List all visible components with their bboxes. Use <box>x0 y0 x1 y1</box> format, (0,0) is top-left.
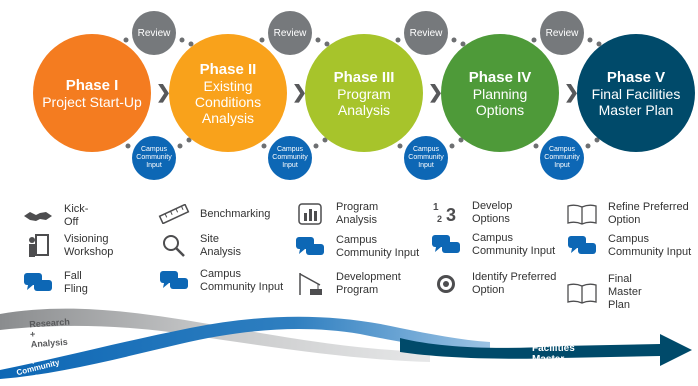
activity-label: Fall Fling <box>64 270 88 295</box>
phase-2-circle: Phase II Existing Conditions Analysis <box>169 34 287 152</box>
activity-item: Site Analysis <box>156 233 241 259</box>
activity-label: Kick-Off <box>64 203 89 228</box>
svg-text:3: 3 <box>446 205 456 225</box>
chevron-right-icon: ❯ <box>292 82 308 102</box>
activity-label: Development Program <box>336 271 401 296</box>
activity-label: Final Master Plan <box>608 273 642 311</box>
campus-input-label: Campus Community Input <box>408 146 444 169</box>
activity-item: Campus Community Input <box>564 233 696 259</box>
activity-item: Campus Community Input <box>428 232 560 258</box>
activity-item: Campus Community Input <box>156 268 288 294</box>
handshake-icon <box>20 204 56 228</box>
review-node: Review <box>540 11 584 55</box>
review-label: Review <box>545 27 579 39</box>
chat-bubbles-icon <box>156 269 192 293</box>
activity-item: Refine Preferred Option <box>564 201 694 227</box>
phase-description: Planning Options <box>472 85 528 118</box>
campus-input-band <box>0 316 490 379</box>
phase-title: Phase II <box>199 60 257 78</box>
svg-text:2: 2 <box>437 214 442 224</box>
chevron-right-icon: ❯ <box>564 82 580 102</box>
presenter-icon <box>20 234 56 258</box>
activity-item: Program Analysis <box>292 201 378 227</box>
campus-input-label: Campus Community Input <box>136 146 172 169</box>
ruler-icon <box>156 202 192 226</box>
phase-4-circle: Phase IV Planning Options <box>441 34 559 152</box>
chat-bubbles-icon <box>20 271 56 295</box>
phase-title: Phase IV <box>468 68 532 86</box>
open-book-icon <box>564 281 600 305</box>
activity-label: Campus Community Input <box>336 234 420 259</box>
phase-3-circle: Phase III Program Analysis <box>305 34 423 152</box>
phase-title: Phase V <box>606 68 666 86</box>
activity-item: Campus Community Input <box>292 234 424 260</box>
review-node: Review <box>404 11 448 55</box>
review-node: Review <box>132 11 176 55</box>
activity-label: Program Analysis <box>336 201 379 226</box>
chat-bubbles-icon <box>292 235 328 259</box>
activity-item: Development Program <box>292 271 410 297</box>
phase-title: Phase III <box>333 68 395 86</box>
crane-icon <box>292 272 328 296</box>
campus-input-node: Campus Community Input <box>132 136 176 180</box>
activity-item: Fall Fling <box>20 270 88 296</box>
activity-label: Campus Community Input <box>200 268 284 293</box>
activity-label: Refine Preferred Option <box>608 201 689 226</box>
activity-label: Identify Preferred Option <box>472 271 557 296</box>
open-book-icon <box>564 202 600 226</box>
phase-1-circle: Phase I Project Start-Up <box>33 34 151 152</box>
chevron-right-icon: ❯ <box>156 82 172 102</box>
activity-item: Final Master Plan <box>564 273 642 312</box>
campus-input-node: Campus Community Input <box>404 136 448 180</box>
master-plan-arrow <box>400 334 692 366</box>
review-node: Review <box>268 11 312 55</box>
activity-item: Identify Preferred Option <box>428 271 560 297</box>
review-label: Review <box>137 27 171 39</box>
campus-input-node: Campus Community Input <box>540 136 584 180</box>
activity-label: Campus Community Input <box>608 233 692 258</box>
bar-chart-icon <box>292 202 328 226</box>
phase-description: Existing Conditions Analysis <box>194 77 262 126</box>
campus-input-label: Campus Community Input <box>272 146 308 169</box>
campus-input-node: Campus Community Input <box>268 136 312 180</box>
phase-5-circle: Phase V Final Facilities Master Plan <box>577 34 695 152</box>
chat-bubbles-icon <box>564 234 600 258</box>
activity-label: Campus Community Input <box>472 232 556 257</box>
chevron-right-icon: ❯ <box>428 82 444 102</box>
chat-bubbles-icon <box>428 233 464 257</box>
activity-label: Visioning Workshop <box>64 233 114 258</box>
activity-item: Benchmarking <box>156 202 270 226</box>
activity-label: Develop Options <box>472 200 513 225</box>
master-plan-label: Facilities Master Plan <box>532 343 575 376</box>
phase-description: Program Analysis <box>337 85 391 118</box>
activity-label: Site Analysis <box>200 233 241 258</box>
activity-item: Kick-Off <box>20 203 88 229</box>
phase-title: Phase I <box>65 76 119 94</box>
target-icon <box>428 272 464 296</box>
activity-item: Visioning Workshop <box>20 233 126 259</box>
svg-text:1: 1 <box>433 202 439 213</box>
phase-description: Project Start-Up <box>42 93 142 110</box>
review-label: Review <box>273 27 307 39</box>
review-label: Review <box>409 27 443 39</box>
campus-input-label: Campus Community Input <box>544 146 580 169</box>
magnifier-icon <box>156 234 192 258</box>
process-bands <box>0 308 692 379</box>
research-band-label: Research + Analysis <box>29 316 71 350</box>
activity-label: Benchmarking <box>200 207 271 220</box>
phase-description: Final Facilities Master Plan <box>591 85 681 118</box>
